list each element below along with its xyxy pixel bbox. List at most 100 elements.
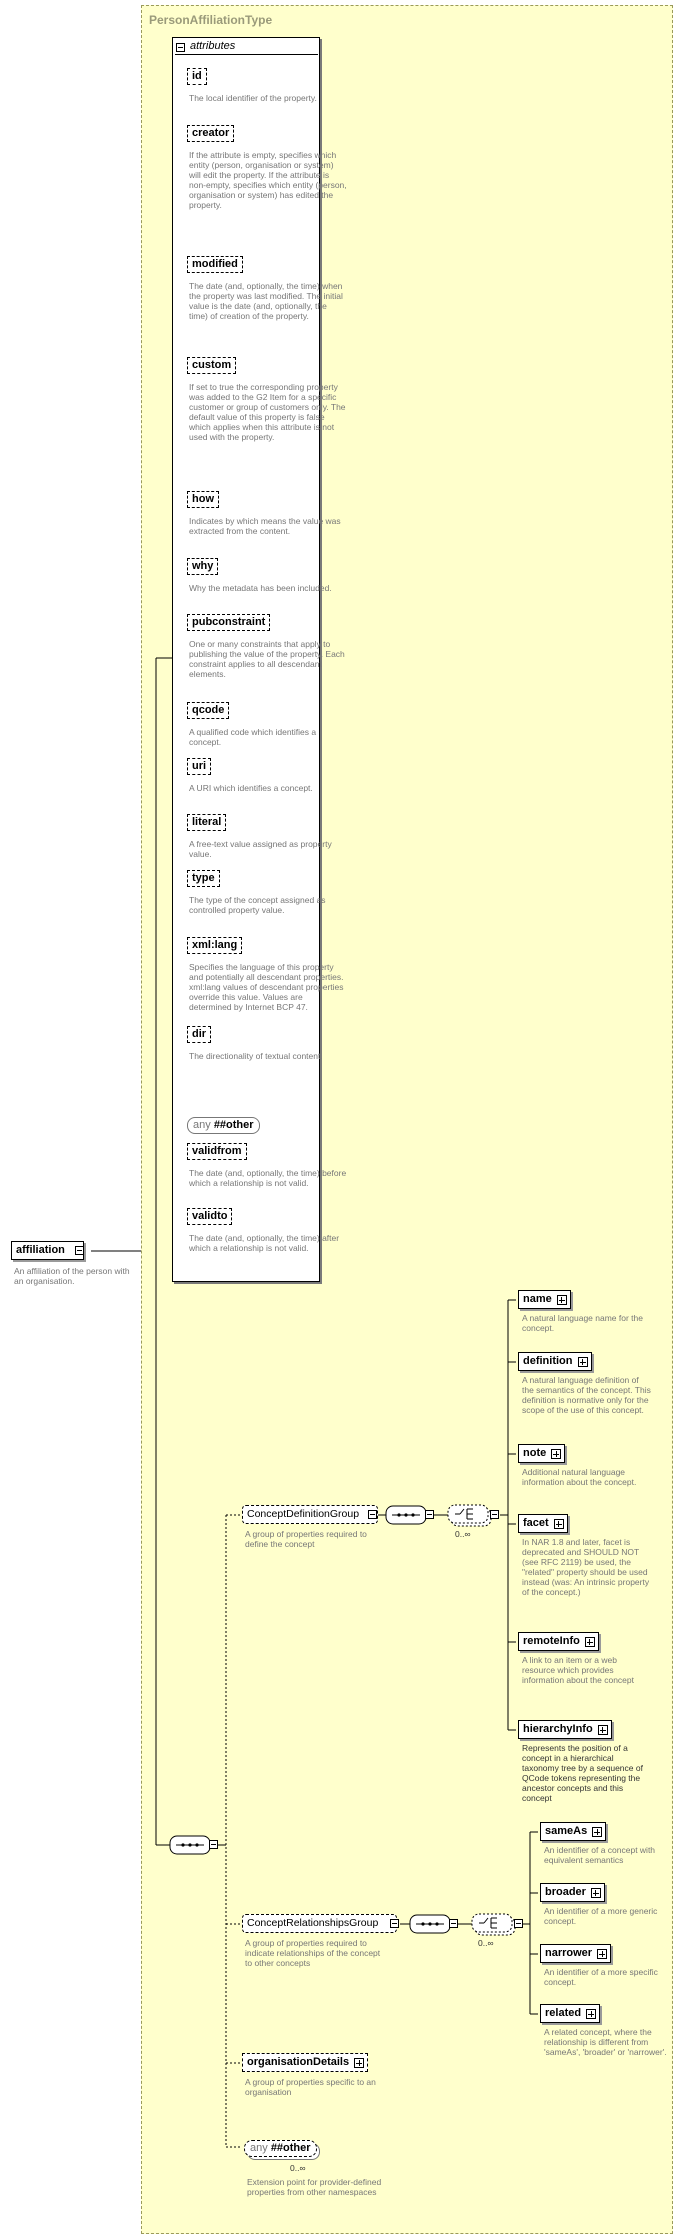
attribute-uri[interactable]: uri	[187, 758, 212, 775]
attribute-name: type	[192, 872, 215, 884]
attribute-name: custom	[192, 359, 232, 371]
attribute-desc: If set to true the corresponding propert…	[189, 382, 346, 442]
group-name: ConceptRelationshipsGroup	[247, 1917, 379, 1929]
element-desc: An identifier of a more generic concept.	[544, 1906, 658, 1926]
attribute-name: creator	[192, 127, 230, 139]
attribute-any-other[interactable]: any ##other	[187, 1117, 260, 1134]
element-desc: A group of properties specific to an org…	[245, 2077, 376, 2097]
root-element-desc: An affiliation of the person with an org…	[14, 1266, 130, 1286]
element-label: narrower	[545, 1947, 593, 1959]
attribute-xml-lang[interactable]: xml:lang	[187, 937, 243, 954]
expand-icon[interactable]	[556, 1295, 567, 1305]
collapse-sequence-icon[interactable]	[425, 1510, 434, 1519]
attribute-name: uri	[192, 760, 207, 772]
attribute-desc: One or many constraints that apply to pu…	[189, 639, 345, 679]
element-label: remoteInfo	[523, 1635, 580, 1647]
element-facet[interactable]: facet	[518, 1514, 568, 1533]
attribute-literal[interactable]: literal	[187, 814, 227, 831]
collapse-sequence-icon[interactable]	[449, 1919, 458, 1928]
root-element-name: affiliation	[16, 1244, 65, 1256]
element-label: broader	[545, 1886, 586, 1898]
attribute-name: modified	[192, 258, 238, 270]
attribute-dir[interactable]: dir	[187, 1026, 212, 1043]
element-hierarchyinfo[interactable]: hierarchyInfo	[518, 1720, 612, 1739]
cardinality-label: 0..∞	[455, 1529, 471, 1539]
attributes-header-divider	[175, 54, 318, 55]
attribute-why[interactable]: why	[187, 558, 219, 575]
collapse-choice-icon[interactable]	[514, 1919, 523, 1928]
collapse-root-icon[interactable]	[75, 1246, 84, 1255]
attribute-qcode[interactable]: qcode	[187, 702, 230, 719]
attribute-desc: The date (and, optionally, the time) bef…	[189, 1168, 347, 1188]
attribute-desc: If the attribute is empty, specifies whi…	[189, 150, 347, 210]
collapse-choice-icon[interactable]	[490, 1510, 499, 1519]
element-broader[interactable]: broader	[540, 1883, 605, 1902]
group-concept-definition[interactable]: ConceptDefinitionGroup	[242, 1505, 379, 1524]
element-label: facet	[523, 1517, 549, 1529]
attributes-panel	[172, 37, 320, 1282]
attribute-creator[interactable]: creator	[187, 125, 235, 142]
expand-icon[interactable]	[586, 2009, 597, 2019]
attribute-how[interactable]: how	[187, 491, 219, 508]
attribute-modified[interactable]: modified	[187, 256, 243, 273]
attribute-name: validfrom	[192, 1145, 242, 1157]
attribute-desc: A URI which identifies a concept.	[189, 783, 313, 793]
element-any-other[interactable]: any ##other	[244, 2140, 317, 2157]
element-label: organisationDetails	[247, 2056, 350, 2068]
expand-icon[interactable]	[584, 1637, 595, 1647]
element-label: definition	[523, 1355, 573, 1367]
attribute-name: id	[192, 70, 202, 82]
element-definition[interactable]: definition	[518, 1352, 592, 1371]
element-related[interactable]: related	[540, 2004, 601, 2023]
attribute-pubconstraint[interactable]: pubconstraint	[187, 614, 271, 631]
attribute-desc: A free-text value assigned as property v…	[189, 839, 332, 859]
element-sameas[interactable]: sameAs	[540, 1822, 607, 1841]
group-desc: A group of properties required to indica…	[245, 1938, 381, 1968]
group-concept-relationships[interactable]: ConceptRelationshipsGroup	[242, 1914, 398, 1933]
element-note[interactable]: note	[518, 1444, 566, 1463]
element-desc: An identifier of a more specific concept…	[544, 1967, 658, 1987]
cardinality-label: 0..∞	[478, 1938, 494, 1948]
attribute-id[interactable]: id	[187, 68, 207, 85]
attribute-validfrom[interactable]: validfrom	[187, 1143, 247, 1160]
collapse-attributes-icon[interactable]	[176, 43, 185, 52]
element-narrower[interactable]: narrower	[540, 1944, 612, 1963]
expand-icon[interactable]	[597, 1725, 608, 1735]
element-organisation-details[interactable]: organisationDetails	[242, 2053, 369, 2072]
collapse-sequence-icon[interactable]	[209, 1840, 218, 1849]
expand-icon[interactable]	[354, 2058, 365, 2068]
element-desc: Extension point for provider-defined pro…	[247, 2177, 382, 2197]
attribute-name: validto	[192, 1210, 228, 1222]
collapse-group-icon[interactable]	[390, 1919, 399, 1928]
expand-icon[interactable]	[597, 1949, 608, 1959]
expand-icon[interactable]	[590, 1888, 601, 1898]
attribute-name: pubconstraint	[192, 616, 266, 628]
attribute-desc: The local identifier of the property.	[189, 93, 317, 103]
expand-icon[interactable]	[553, 1519, 564, 1529]
attribute-desc: The date (and, optionally, the time) aft…	[189, 1233, 340, 1253]
attribute-custom[interactable]: custom	[187, 357, 237, 374]
element-label: note	[523, 1447, 547, 1459]
attribute-name: how	[192, 493, 214, 505]
attribute-desc: A qualified code which identifies a conc…	[189, 727, 317, 747]
any-value: ##other	[270, 2142, 311, 2154]
attribute-desc: The date (and, optionally, the time) whe…	[189, 281, 343, 321]
attribute-desc: Specifies the language of this property …	[189, 962, 344, 1012]
root-element-affiliation[interactable]: affiliation	[11, 1241, 84, 1260]
element-desc: An identifier of a concept with equivale…	[544, 1845, 656, 1865]
attribute-validto[interactable]: validto	[187, 1208, 233, 1225]
collapse-group-icon[interactable]	[368, 1510, 377, 1519]
expand-icon[interactable]	[592, 1827, 603, 1837]
element-remoteinfo[interactable]: remoteInfo	[518, 1632, 599, 1651]
element-label: sameAs	[545, 1825, 588, 1837]
any-prefix: any	[250, 2142, 268, 2154]
attribute-type[interactable]: type	[187, 870, 220, 887]
attribute-name: why	[192, 560, 214, 572]
element-desc: A natural language name for the concept.	[522, 1313, 643, 1333]
attributes-header: attributes	[190, 40, 236, 52]
expand-icon[interactable]	[577, 1357, 588, 1367]
attribute-desc: Why the metadata has been included.	[189, 583, 332, 593]
element-desc: A natural language definition of the sem…	[522, 1375, 651, 1415]
expand-icon[interactable]	[551, 1449, 562, 1459]
element-name[interactable]: name	[518, 1290, 571, 1309]
